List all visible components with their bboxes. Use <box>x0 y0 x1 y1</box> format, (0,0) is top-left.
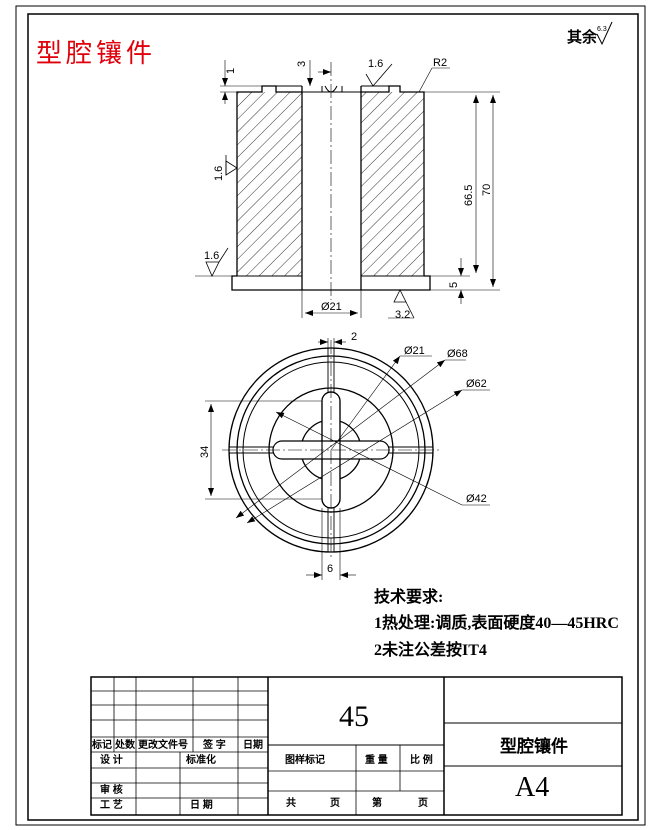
title-block <box>90 676 623 816</box>
roughness-note-symbol: 6.3 <box>596 21 613 46</box>
front-view: 1 3 1.6 R2 1.6 1.6 66.5 70 5 <box>195 57 500 321</box>
tech-item-2: 2未注公差按IT4 <box>374 640 487 659</box>
dim-66-5: 66.5 <box>463 185 475 206</box>
tech-item-1: 1热处理:调质,表面硬度40—45HRC <box>374 613 619 632</box>
dim-5: 5 <box>448 282 460 288</box>
review-label: 审 核 <box>100 783 123 796</box>
design-label: 设 计 <box>100 753 123 766</box>
sheet-size: A4 <box>515 772 549 803</box>
dim-d68: Ø68 <box>447 348 468 360</box>
roughness-side: 1.6 <box>213 166 225 181</box>
stage-mark-label: 图样标记 <box>285 753 325 766</box>
rev-header-date: 日期 <box>243 738 263 751</box>
roughness-top: 1.6 <box>368 58 383 70</box>
total-label: 共 <box>286 796 296 809</box>
rev-header-count: 处数 <box>114 738 136 751</box>
title-block-text: 45 型腔镶件 A4 标记 处数 更改文件号 签 字 日期 设 计 标准化 审 … <box>91 700 568 811</box>
radius-r2: R2 <box>433 57 447 69</box>
date-label: 日 期 <box>190 798 213 811</box>
part-name: 型腔镶件 <box>500 736 568 756</box>
scale-label: 比 例 <box>410 753 433 766</box>
dim-d21: Ø21 <box>404 345 425 357</box>
tech-requirements: 技术要求: 1热处理:调质,表面硬度40—45HRC 2未注公差按IT4 <box>374 587 619 659</box>
dim-3: 3 <box>296 61 308 67</box>
roughness-note-value: 6.3 <box>597 26 607 33</box>
process-label: 工 艺 <box>100 798 123 811</box>
number-label: 第 <box>372 796 382 809</box>
rev-header-doc: 更改文件号 <box>138 738 188 751</box>
rev-header-mark: 标记 <box>91 738 112 751</box>
dim-34: 34 <box>199 446 211 458</box>
drawing-title: 型腔镶件 <box>36 39 156 69</box>
page-label: 页 <box>418 797 428 809</box>
outer-frame <box>15 5 646 826</box>
dim-2: 2 <box>351 331 357 343</box>
dim-d62: Ø62 <box>466 378 487 390</box>
roughness-bottom: 1.6 <box>204 250 219 262</box>
roughness-note-label: 其余 <box>567 28 598 46</box>
dim-d42: Ø42 <box>466 493 487 505</box>
dim-70: 70 <box>481 184 493 196</box>
material: 45 <box>339 700 369 733</box>
dim-6: 6 <box>327 563 333 575</box>
dim-bore: Ø21 <box>321 301 342 313</box>
sheets-label: 页 <box>330 797 340 809</box>
roughness-base: 3.2 <box>395 309 410 321</box>
top-view: 2 Ø21 Ø68 Ø62 Ø42 34 6 <box>199 331 490 580</box>
standardize-label: 标准化 <box>185 753 216 766</box>
dim-1: 1 <box>225 68 237 74</box>
weight-label: 重 量 <box>365 753 388 766</box>
rev-header-sign: 签 字 <box>202 738 226 751</box>
tech-heading: 技术要求: <box>374 587 443 606</box>
inner-frame <box>27 13 639 821</box>
